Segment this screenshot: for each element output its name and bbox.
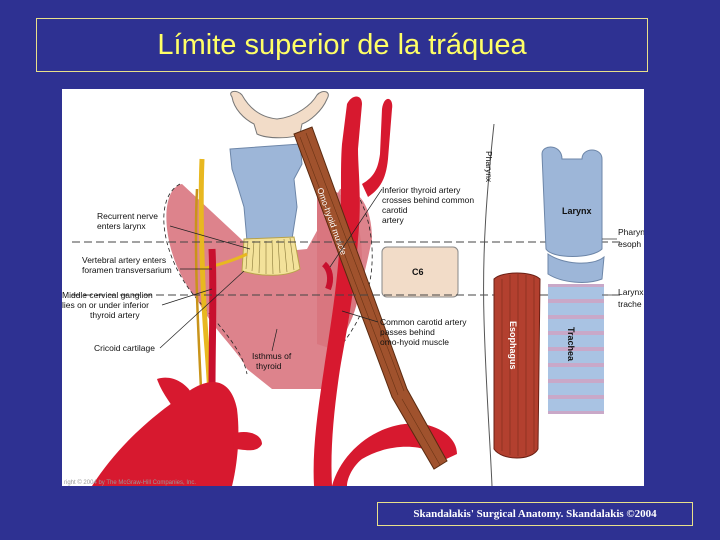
thyroid-cartilage xyxy=(229,143,303,242)
anatomy-illustration: Omo-hyoid muscle C6 Pharynx Esophagus La… xyxy=(62,90,644,486)
c6-label: C6 xyxy=(412,267,424,277)
common-carotid-label-1: Common carotid artery xyxy=(380,317,467,327)
isthmus-label-2: thyroid xyxy=(256,361,282,371)
esophagus-label: Esophagus xyxy=(508,321,518,370)
middle-cervical-label-1: Middle cervical ganglion xyxy=(62,290,153,300)
larynx-trachea-label-2: trache xyxy=(618,299,642,309)
inferior-thyroid-label-2: crosses behind common xyxy=(382,195,474,205)
recurrent-nerve-label-1: Recurrent nerve xyxy=(97,211,158,221)
pharynx-esoph-label-1: Pharyn xyxy=(618,227,644,237)
vertebral-artery-label-1: Vertebral artery enters xyxy=(82,255,166,265)
pharynx-esoph-label-2: esoph xyxy=(618,239,641,249)
subclavian-artery xyxy=(92,381,239,486)
middle-cervical-label-2: lies on or under inferior xyxy=(62,300,149,310)
hyoid-bone xyxy=(230,90,329,139)
vertebral-artery xyxy=(208,248,217,390)
anatomy-figure: Omo-hyoid muscle C6 Pharynx Esophagus La… xyxy=(62,89,644,486)
inferior-thyroid-label-3: carotid xyxy=(382,205,408,215)
larynx-right xyxy=(541,146,603,257)
common-carotid-artery xyxy=(313,96,362,486)
cricoid-label: Cricoid cartilage xyxy=(94,343,155,353)
larynx-trachea-label-1: Larynx xyxy=(618,287,644,297)
inferior-thyroid-label-1: Inferior thyroid artery xyxy=(382,185,461,195)
common-carotid-label-2: passes behind xyxy=(380,327,435,337)
title-box: Límite superior de la tráquea xyxy=(36,18,648,72)
copyright-text: right © 2004 by The McGraw-Hill Companie… xyxy=(64,479,196,486)
credit-text: Skandalakis' Surgical Anatomy. Skandalak… xyxy=(413,508,657,520)
cricothyroid-membrane xyxy=(241,236,301,276)
recurrent-nerve-label-2: enters larynx xyxy=(97,221,146,231)
pharynx-label: Pharynx xyxy=(484,151,494,183)
trachea xyxy=(548,284,604,414)
larynx-label: Larynx xyxy=(562,206,592,216)
common-carotid-label-3: omo-hyoid muscle xyxy=(380,337,449,347)
slide-title: Límite superior de la tráquea xyxy=(157,28,527,61)
trachea-label: Trachea xyxy=(566,327,576,362)
esophagus xyxy=(493,272,541,459)
c6-vertebra xyxy=(381,246,459,298)
vertebral-artery-label-2: foramen transversarium xyxy=(82,265,172,275)
middle-cervical-label-3: thyroid artery xyxy=(90,310,140,320)
inferior-thyroid-label-4: artery xyxy=(382,215,404,225)
omo-hyoid-muscle xyxy=(293,126,448,470)
isthmus-label-1: Isthmus of xyxy=(252,351,292,361)
credit-box: Skandalakis' Surgical Anatomy. Skandalak… xyxy=(377,502,693,526)
